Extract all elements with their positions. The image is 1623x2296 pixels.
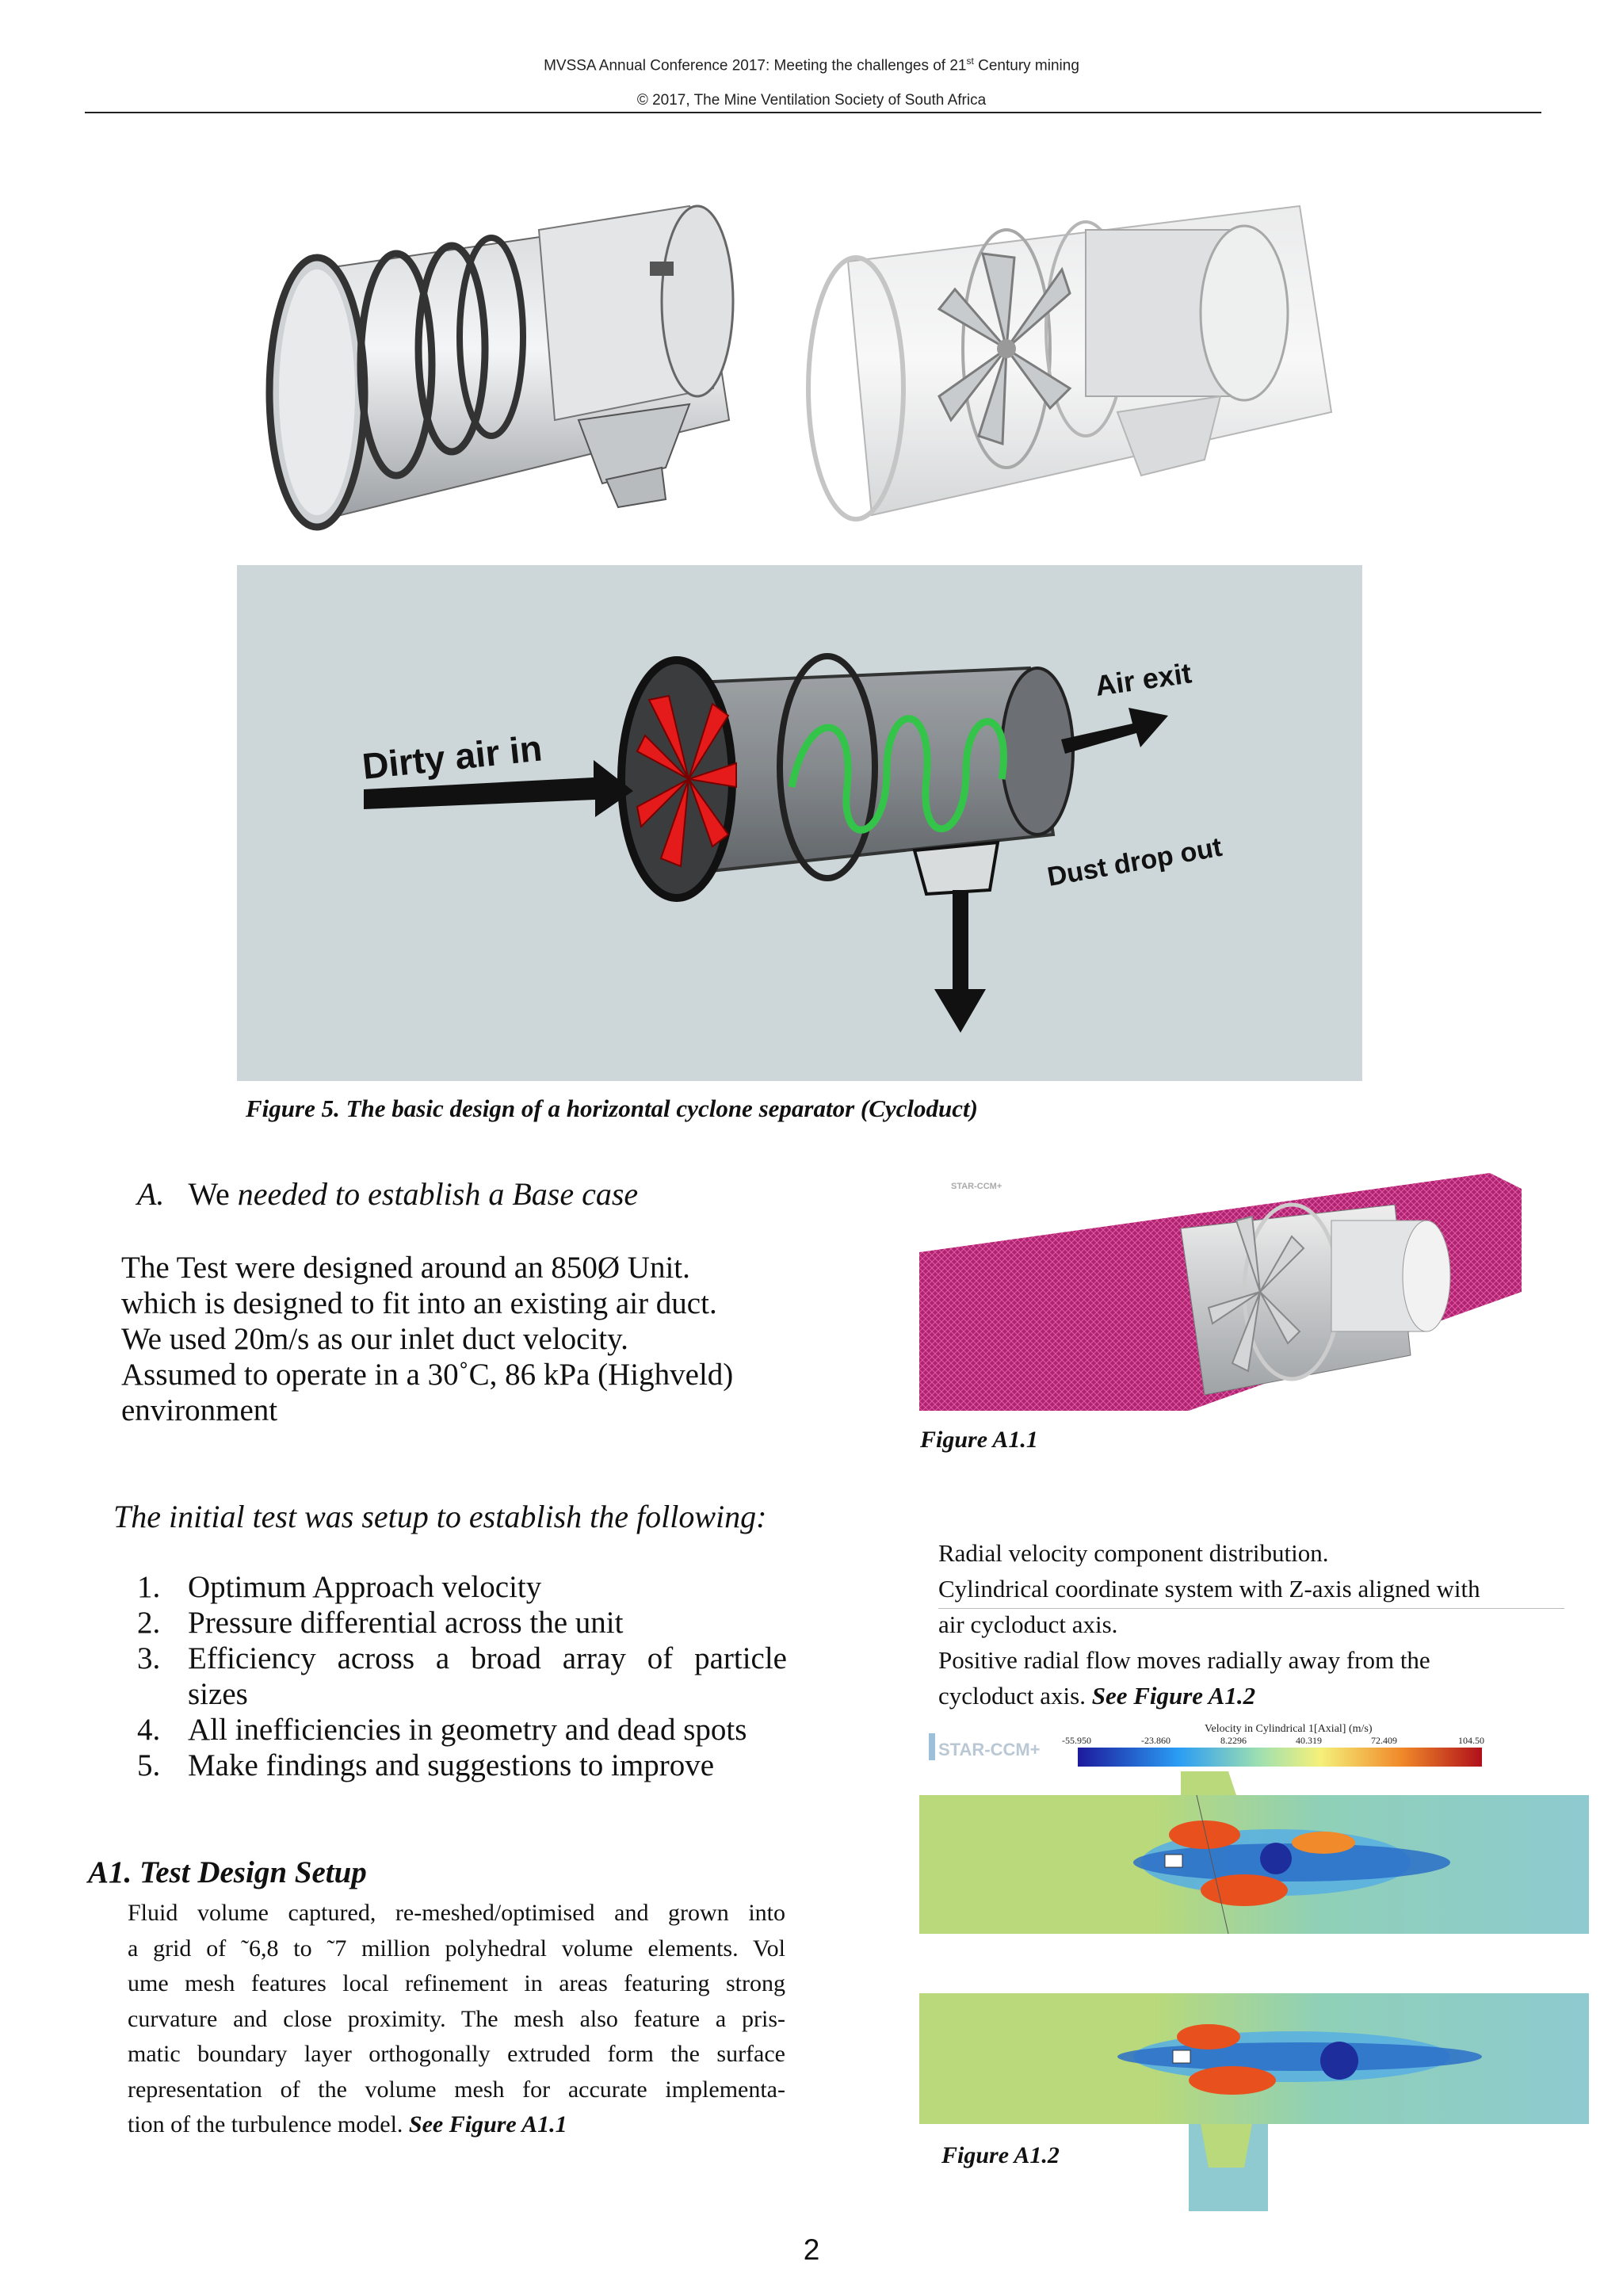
spiral-flow-path <box>788 715 1007 834</box>
description-rule <box>938 1608 1564 1609</box>
list-item: 4.All inefficiencies in geometry and dea… <box>137 1713 747 1747</box>
figure-a1-1-reference: See Figure A1.1 <box>408 2111 567 2137</box>
dirty-air-in-arrow <box>364 760 633 817</box>
page-number: 2 <box>803 2233 820 2266</box>
list-item: 1.Optimum Approach velocity <box>137 1570 542 1604</box>
scale-title: Velocity in Cylindrical 1[Axial] (m/s) <box>1205 1724 1373 1735</box>
figure-a1-2-caption: Figure A1.2 <box>941 2142 1060 2168</box>
section-a1-heading: A1. Test Design Setup <box>88 1855 367 1889</box>
section-a-heading: A. We needed to establish a Base case <box>137 1176 639 1212</box>
list-item: 5.Make findings and suggestions to impro… <box>137 1748 715 1782</box>
dust-drop-out-label: Dust drop out <box>1045 832 1224 892</box>
transparent-cycloduct-render <box>806 204 1333 521</box>
figure-5-cyclone-diagram: Dirty air in Air exit Dust drop out <box>237 565 1362 1081</box>
star-ccm-logo: STAR-CCM+ <box>938 1740 1041 1759</box>
initial-test-statement: The initial test was setup to establish … <box>113 1499 767 1534</box>
color-scale-bar <box>1078 1748 1482 1767</box>
scale-tick: 104.50 <box>1458 1735 1484 1746</box>
fan-blades <box>636 694 737 868</box>
figure-a1-1-mesh: STAR-CCM+ <box>919 1173 1522 1411</box>
dirty-air-in-label: Dirty air in <box>361 727 544 786</box>
star-ccm-watermark: STAR-CCM+ <box>951 1182 1002 1191</box>
list-item: 3.Efficiency across a broad array of par… <box>137 1641 787 1675</box>
radial-velocity-description: Radial velocity component distribution. … <box>938 1539 1480 1710</box>
copyright-header: © 2017, The Mine Ventilation Society of … <box>636 92 987 109</box>
section-a-paragraph: The Test were designed around an 850Ø Un… <box>121 1251 734 1427</box>
scale-tick: -55.950 <box>1062 1735 1091 1746</box>
list-item: 2.Pressure differential across the unit <box>137 1606 624 1640</box>
cycloduct-renders-figure <box>265 204 1333 531</box>
air-exit-label: Air exit <box>1093 656 1193 702</box>
figure-a1-2-reference: See Figure A1.2 <box>1091 1682 1256 1710</box>
air-exit-arrow <box>1061 708 1168 754</box>
scale-tick: -23.860 <box>1141 1735 1170 1746</box>
solid-cycloduct-render <box>265 204 735 531</box>
header-rule <box>85 112 1541 113</box>
figure-a1-2-velocity-contours: STAR-CCM+ Velocity in Cylindrical 1[Axia… <box>919 1724 1589 2211</box>
conference-header: MVSSA Annual Conference 2017: Meeting th… <box>544 55 1079 74</box>
scale-tick: 8.2296 <box>1220 1735 1247 1746</box>
objectives-list: 1.Optimum Approach velocity 2.Pressure d… <box>137 1569 787 1783</box>
figure-5-caption: Figure 5. The basic design of a horizont… <box>246 1095 978 1122</box>
dust-drop-out-arrow <box>934 890 986 1033</box>
section-a1-body: Fluid volume captured, re-meshed/optimis… <box>128 1900 785 2137</box>
scale-ticks: -55.950 -23.860 8.2296 40.319 72.409 104… <box>1062 1735 1484 1746</box>
scale-tick: 40.319 <box>1296 1735 1322 1746</box>
figure-a1-1-caption: Figure A1.1 <box>920 1427 1038 1453</box>
scale-tick: 72.409 <box>1371 1735 1397 1746</box>
contour-panel-lower <box>919 1993 1589 2211</box>
list-item: sizes <box>188 1677 248 1711</box>
contour-panel-upper <box>919 1771 1589 1935</box>
